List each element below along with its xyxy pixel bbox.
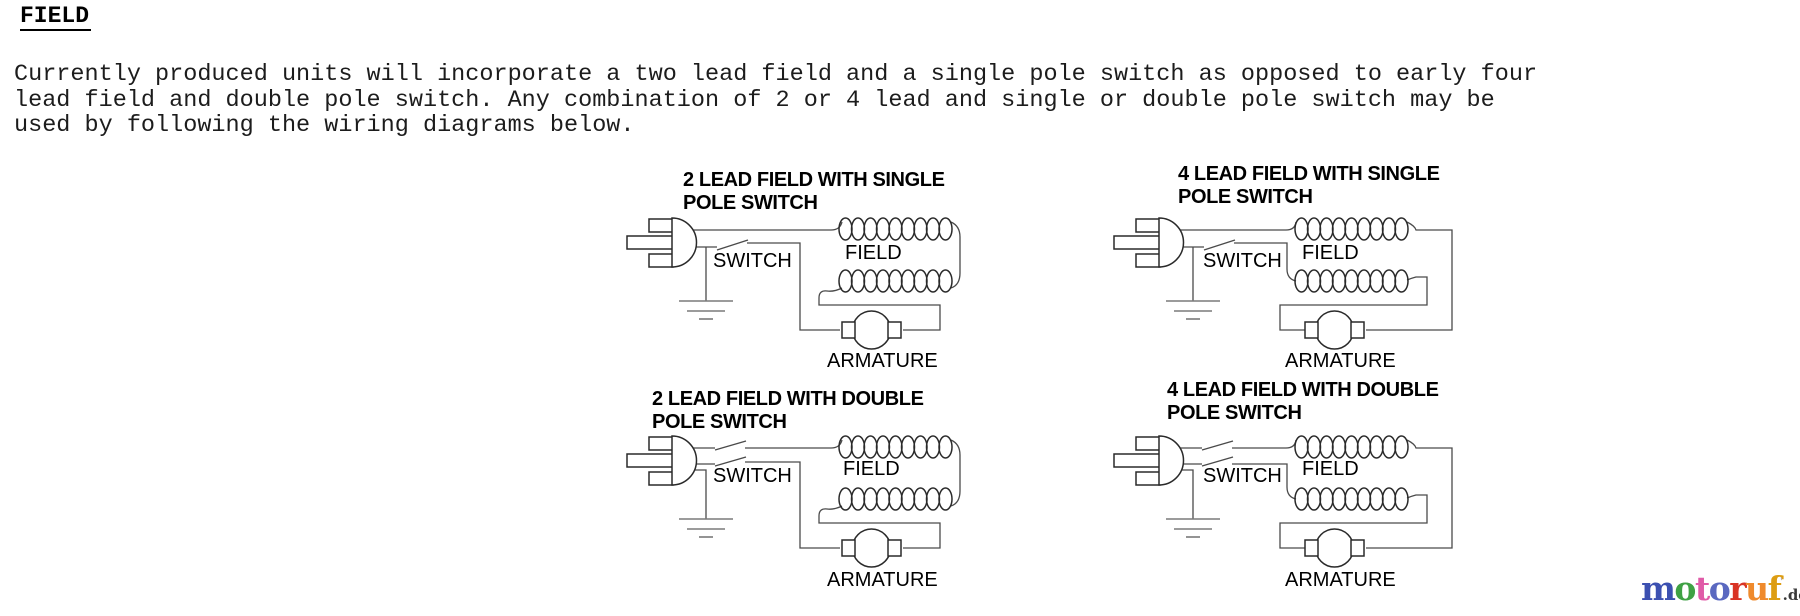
- logo-letter: o: [1674, 569, 1696, 608]
- motoruf-logo[interactable]: motoruf'.de: [1641, 569, 1800, 608]
- field-label: FIELD: [843, 458, 900, 480]
- diagram-graphic-4-lead-single-pole: [1113, 217, 1453, 350]
- logo-domain-suffix: .de: [1782, 586, 1800, 604]
- wires: [1178, 439, 1453, 549]
- field-label: FIELD: [1302, 242, 1359, 264]
- logo-letter: o: [1708, 569, 1731, 608]
- plug-icon: [626, 217, 698, 268]
- diagram-title-line2: POLE SWITCH: [652, 411, 787, 433]
- switch-label: SWITCH: [1203, 250, 1282, 272]
- armature-symbol: [841, 528, 902, 568]
- plug-icon: [1113, 435, 1185, 486]
- diagram-graphic-4-lead-double-pole: [1113, 435, 1453, 568]
- armature-label: ARMATURE: [827, 569, 938, 591]
- field-coil-bottom: [1294, 487, 1409, 511]
- intro-paragraph: Currently produced units will incorporat…: [14, 61, 1538, 139]
- armature-label: ARMATURE: [1285, 350, 1396, 372]
- field-coil-bottom: [838, 487, 953, 511]
- page-title: FIELD: [20, 3, 92, 31]
- diagram-graphic-2-lead-single-pole: [626, 217, 961, 350]
- armature-symbol: [841, 310, 902, 350]
- diagram-graphic-2-lead-double-pole: [626, 435, 961, 568]
- wires: [691, 439, 961, 549]
- switch-blade: [716, 239, 749, 251]
- armature-symbol: [1304, 310, 1365, 350]
- plug-icon: [626, 435, 698, 486]
- diagram-title-2-lead-double: 2 LEAD FIELD WITH DOUBLE POLE SWITCH: [652, 388, 924, 434]
- logo-letter: t: [1694, 569, 1710, 608]
- armature-label: ARMATURE: [827, 350, 938, 372]
- diagram-title-line2: POLE SWITCH: [1178, 186, 1313, 208]
- logo-letter: u: [1745, 569, 1769, 608]
- ground-icon: [678, 518, 734, 538]
- switch-label: SWITCH: [1203, 465, 1282, 487]
- switch-blade: [1203, 239, 1236, 251]
- armature-symbol: [1304, 528, 1365, 568]
- plug-icon: [1113, 217, 1185, 268]
- logo-trademark: ': [1780, 575, 1783, 589]
- wires: [691, 221, 961, 331]
- logo-letter: r: [1729, 569, 1746, 608]
- field-coil-top: [838, 217, 953, 241]
- switch-blade: [1201, 440, 1234, 467]
- diagram-title-line2: POLE SWITCH: [1167, 402, 1302, 424]
- switch-label: SWITCH: [713, 250, 792, 272]
- diagram-title-line1: 4 LEAD FIELD WITH DOUBLE: [1167, 379, 1439, 401]
- diagram-title-line1: 2 LEAD FIELD WITH SINGLE: [683, 169, 945, 191]
- ground-icon: [678, 300, 734, 320]
- field-coil-bottom: [838, 269, 953, 293]
- diagram-title-line1: 4 LEAD FIELD WITH SINGLE: [1178, 163, 1440, 185]
- diagram-title-4-lead-double: 4 LEAD FIELD WITH DOUBLE POLE SWITCH: [1167, 379, 1439, 425]
- armature-label: ARMATURE: [1285, 569, 1396, 591]
- diagram-title-4-lead-single: 4 LEAD FIELD WITH SINGLE POLE SWITCH: [1178, 163, 1440, 209]
- field-coil-top: [1294, 435, 1409, 459]
- field-coil-top: [1294, 217, 1409, 241]
- ground-icon: [1165, 518, 1221, 538]
- field-label: FIELD: [1302, 458, 1359, 480]
- diagram-title-2-lead-single: 2 LEAD FIELD WITH SINGLE POLE SWITCH: [683, 169, 945, 215]
- logo-letter: m: [1641, 569, 1676, 608]
- diagram-title-line2: POLE SWITCH: [683, 192, 818, 214]
- switch-blade: [714, 440, 747, 467]
- diagram-title-line1: 2 LEAD FIELD WITH DOUBLE: [652, 388, 924, 410]
- field-label: FIELD: [845, 242, 902, 264]
- field-coil-top: [838, 435, 953, 459]
- field-coil-bottom: [1294, 269, 1409, 293]
- logo-letters: motoruf: [1641, 569, 1782, 608]
- logo-letter: f: [1767, 569, 1782, 608]
- wires: [1178, 221, 1453, 331]
- switch-label: SWITCH: [713, 465, 792, 487]
- ground-icon: [1165, 300, 1221, 320]
